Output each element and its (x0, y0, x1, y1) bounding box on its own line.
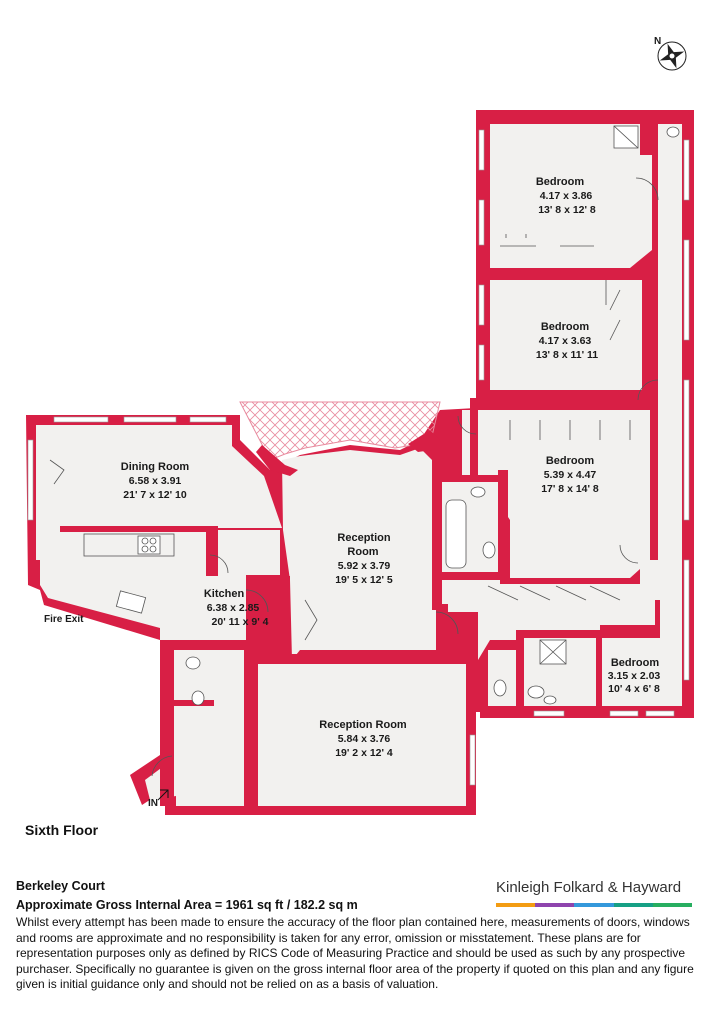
floor-plan: N (26, 36, 694, 815)
kitchen-hob-icon (137, 535, 161, 555)
balcony (239, 401, 441, 461)
brand-logo: Kinleigh Folkard & Hayward (496, 879, 682, 896)
dining-room-name: Dining Room (121, 461, 190, 473)
entrance-hall-floor (145, 648, 244, 806)
bedroom-4-imperial: 10' 4 x 6' 8 (608, 683, 660, 695)
bedroom-2-imperial: 13' 8 x 11' 11 (536, 349, 598, 361)
toilet-icon (482, 541, 496, 559)
dining-room-metric: 6.58 x 3.91 (129, 475, 182, 487)
entrance-label: IN (148, 798, 158, 809)
entrance-arrow-icon (157, 789, 169, 801)
brand-bar-segment (535, 903, 575, 907)
disclaimer-text: Whilst every attempt has been made to en… (16, 915, 694, 991)
interior-walls (60, 124, 660, 809)
kitchen-metric: 6.38 x 2.85 (207, 602, 260, 614)
floor-title: Sixth Floor (25, 822, 99, 838)
wc-floor (488, 650, 516, 706)
brand-color-bar (496, 903, 693, 907)
reception-room-1-name-line2: Room (347, 546, 378, 558)
reception-room-2-imperial: 19' 2 x 12' 4 (335, 747, 393, 759)
corridor-floor (440, 580, 655, 660)
bedroom-2-metric: 4.17 x 3.63 (539, 335, 592, 347)
bedroom-3-imperial: 17' 8 x 14' 8 (541, 483, 599, 495)
bedroom-2-name: Bedroom (541, 321, 590, 333)
property-name: Berkeley Court (16, 879, 105, 893)
windows (27, 129, 690, 786)
compass-north-label: N (654, 36, 661, 47)
kitchen-name: Kitchen (204, 588, 245, 600)
fixtures (49, 125, 680, 777)
dining-room-imperial: 21' 7 x 12' 10 (123, 489, 187, 501)
kitchen-imperial: 20' 11 x 9' 4 (212, 616, 269, 628)
brand-bar-segment (652, 903, 693, 907)
reception-room-1-metric: 5.92 x 3.79 (338, 560, 391, 572)
compass-icon: N (654, 36, 687, 71)
brand-bar-segment (613, 903, 653, 907)
bedroom-3-name: Bedroom (546, 455, 595, 467)
kitchen-sink-icon (115, 590, 147, 614)
reception-room-2-name: Reception Room (319, 719, 407, 731)
reception-room-1-imperial: 19' 5 x 12' 5 (335, 574, 393, 586)
bedroom-3-floor (462, 410, 650, 578)
kitchen-floor (40, 530, 280, 640)
bedroom-3-metric: 5.39 x 4.47 (544, 469, 597, 481)
bedroom-4-name: Bedroom (611, 657, 660, 669)
bedroom-1-imperial: 13' 8 x 12' 8 (538, 204, 596, 216)
bedroom-2-floor (490, 280, 642, 390)
fire-exit-label: Fire Exit (44, 614, 84, 625)
reception-room-2-metric: 5.84 x 3.76 (338, 733, 391, 745)
reception-room-1-floor (282, 448, 436, 660)
bedroom-1-metric: 4.17 x 3.86 (540, 190, 593, 202)
reception-room-1-name-line1: Reception (337, 532, 390, 544)
reception-room-2-floor (258, 664, 466, 806)
brand-bar-segment (574, 903, 614, 907)
bedroom-4-floor (600, 638, 680, 706)
bathtub-icon (445, 499, 467, 569)
gross-area: Approximate Gross Internal Area = 1961 s… (16, 898, 358, 912)
bedroom-4-metric: 3.15 x 2.03 (608, 670, 661, 682)
brand-bar-segment (496, 903, 536, 907)
room-labels: Bedroom 4.17 x 3.86 13' 8 x 12' 8 Bedroo… (121, 176, 661, 759)
bedroom-1-name: Bedroom (536, 176, 585, 188)
bedroom-1-floor (490, 124, 652, 268)
